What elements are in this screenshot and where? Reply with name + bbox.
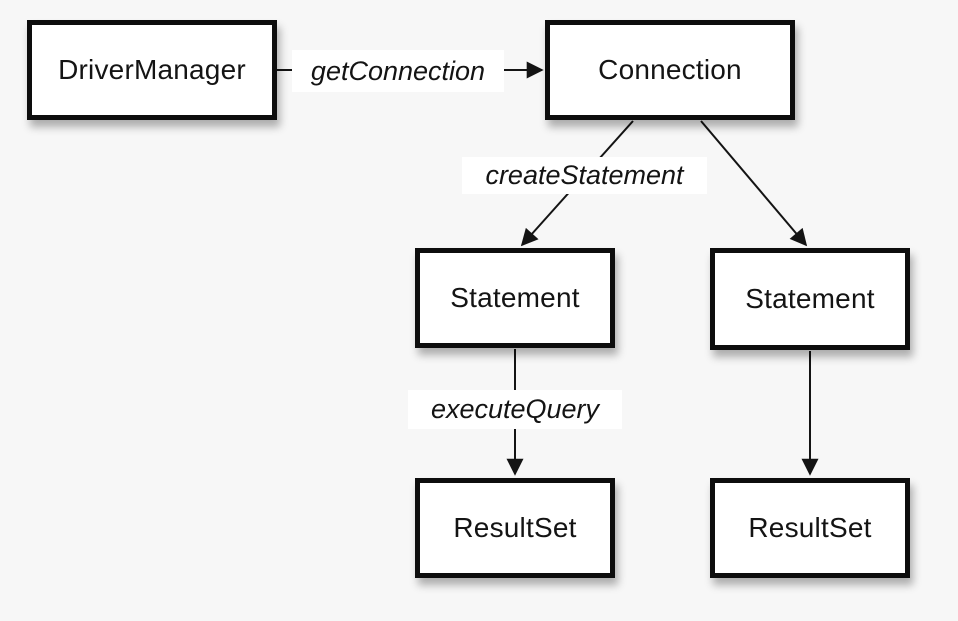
statement-left-label: Statement	[450, 282, 580, 313]
edge-label-createstatement: createStatement	[462, 157, 707, 194]
drivermanager-label: DriverManager	[58, 54, 246, 85]
connection-node: Connection	[545, 20, 795, 120]
resultset-left-node: ResultSet	[415, 478, 615, 578]
connection-label: Connection	[598, 54, 742, 85]
statement-right-label: Statement	[745, 283, 875, 314]
statement-left-node: Statement	[415, 248, 615, 348]
resultset-left-label: ResultSet	[453, 512, 577, 543]
statement-right-node: Statement	[710, 248, 910, 350]
resultset-right-node: ResultSet	[710, 478, 910, 578]
edge-label-getconnection: getConnection	[292, 50, 504, 92]
edge-connection-to-statement-right-arrow	[700, 120, 808, 247]
resultset-right-label: ResultSet	[748, 512, 872, 543]
edge-label-executequery: executeQuery	[408, 390, 622, 429]
drivermanager-node: DriverManager	[27, 20, 277, 120]
